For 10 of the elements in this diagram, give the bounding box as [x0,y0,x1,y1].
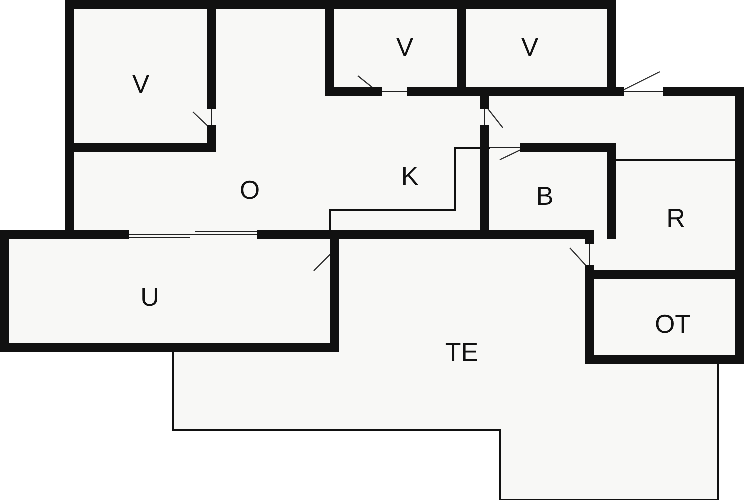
room-label: TE [445,339,479,365]
room-label: V [396,34,414,60]
room-label: OT [654,311,692,337]
room-label: K [401,163,419,189]
room-label: B [536,183,554,209]
room-label: O [240,177,260,203]
room-label: V [132,71,150,97]
room-label: U [140,284,160,310]
room-label: R [666,205,686,231]
room-label: V [521,34,539,60]
